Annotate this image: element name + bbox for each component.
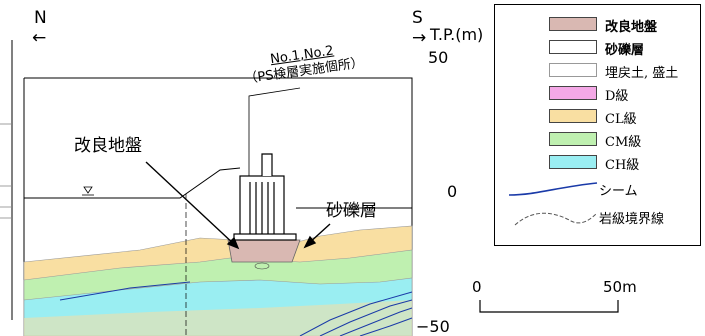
elevation-tick-50: 50 [428, 48, 449, 67]
legend-label: CL級 [605, 112, 637, 127]
cl-class-lower [24, 300, 412, 336]
intake-structure [233, 153, 297, 241]
legend-swatch [549, 109, 597, 123]
legend-label: CM級 [605, 135, 642, 150]
geologic-layers [23, 225, 413, 336]
scale-bar [479, 300, 619, 313]
legend: 改良地盤 砂礫層 埋戻土, 盛土 D級 CL級 CM級 CH級 シーム 岩級境界… [494, 4, 701, 246]
legend-item-cl-class: CL級 [495, 105, 700, 127]
seam-line-icon [508, 182, 598, 196]
elevation-tick-minus50: −50 [416, 317, 450, 336]
legend-item-boundary: 岩級境界線 [495, 205, 700, 227]
legend-label: 埋戻土, 盛土 [605, 66, 679, 81]
legend-item-gravel-layer: 砂礫層 [495, 36, 700, 58]
scale-start-label: 0 [472, 278, 482, 296]
legend-label: 砂礫層 [605, 43, 645, 58]
elevation-unit: T.P.(m) [430, 25, 484, 44]
legend-swatch [549, 86, 597, 100]
legend-label: D級 [605, 89, 629, 104]
legend-item-backfill: 埋戻土, 盛土 [495, 59, 700, 81]
legend-item-seam: シーム [495, 177, 700, 199]
gravel-layer-annotation: 砂礫層 [326, 201, 377, 221]
water-level-mark [82, 186, 94, 199]
legend-swatch [549, 17, 597, 31]
legend-swatch [549, 155, 597, 169]
boundary-line-icon [514, 212, 598, 226]
improved-ground-body [227, 239, 301, 263]
legend-label: 改良地盤 [605, 20, 658, 35]
north-label: N [34, 8, 47, 28]
seam-lines [59, 281, 413, 336]
legend-label: CH級 [605, 158, 640, 173]
south-arrow: → [412, 28, 427, 48]
legend-label: 岩級境界線 [599, 212, 665, 227]
legend-swatch [549, 63, 597, 77]
elevation-tick-0: 0 [447, 182, 458, 201]
embankment [24, 167, 412, 336]
legend-item-ch-class: CH級 [495, 151, 700, 173]
north-arrow: ← [32, 28, 47, 48]
borehole-leader-line [248, 87, 301, 176]
legend-item-cm-class: CM級 [495, 128, 700, 150]
legend-swatch [549, 40, 597, 54]
south-label: S [412, 8, 423, 28]
scale-end-label: 50m [603, 278, 637, 296]
callout-arrows [145, 161, 331, 250]
left-panel-edge [0, 40, 13, 320]
legend-item-d-class: D級 [495, 82, 700, 104]
legend-swatch [549, 132, 597, 146]
legend-label: シーム [599, 184, 638, 199]
improved-ground-annotation: 改良地盤 [74, 136, 142, 156]
lens-marker [254, 262, 270, 270]
legend-item-improved-ground: 改良地盤 [495, 13, 700, 35]
